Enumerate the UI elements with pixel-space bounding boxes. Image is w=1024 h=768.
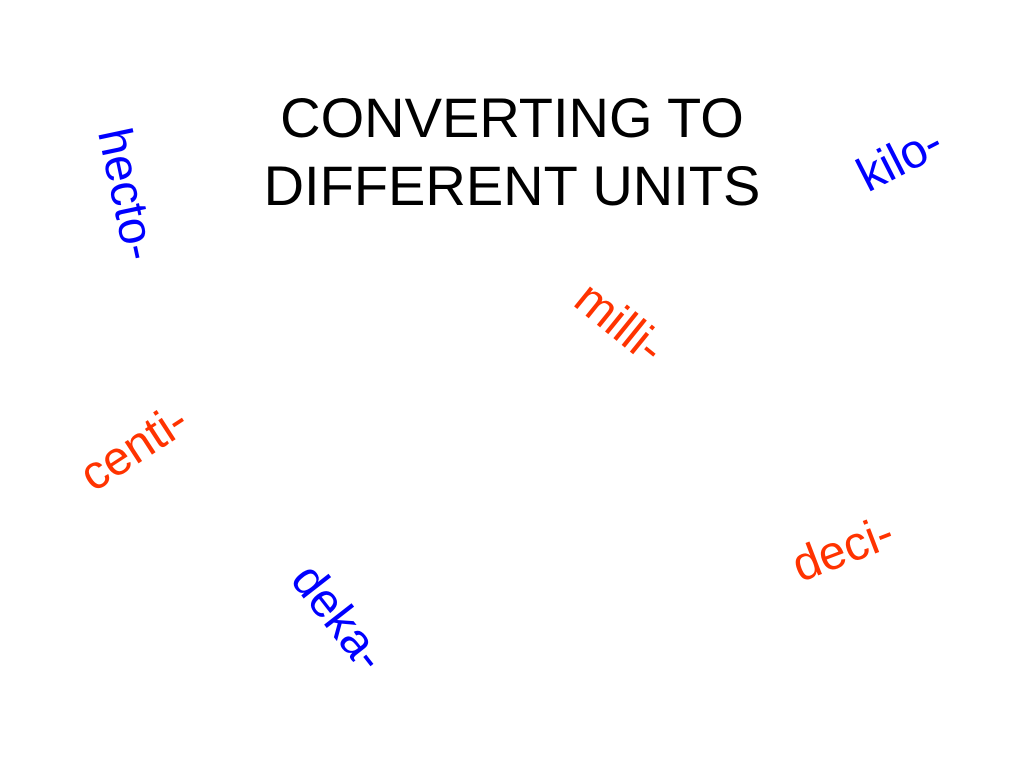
prefix-milli: milli-	[564, 271, 675, 375]
prefix-centi: centi-	[70, 393, 198, 502]
prefix-kilo: kilo-	[848, 115, 952, 203]
slide-title: CONVERTING TO DIFFERENT UNITS	[212, 84, 812, 220]
prefix-hecto: hecto-	[87, 123, 167, 265]
slide-title-line-1: CONVERTING TO	[280, 86, 744, 149]
slide-title-line-2: DIFFERENT UNITS	[263, 154, 761, 217]
prefix-deka: deka-	[280, 554, 397, 682]
prefix-deci: deci-	[784, 505, 902, 593]
